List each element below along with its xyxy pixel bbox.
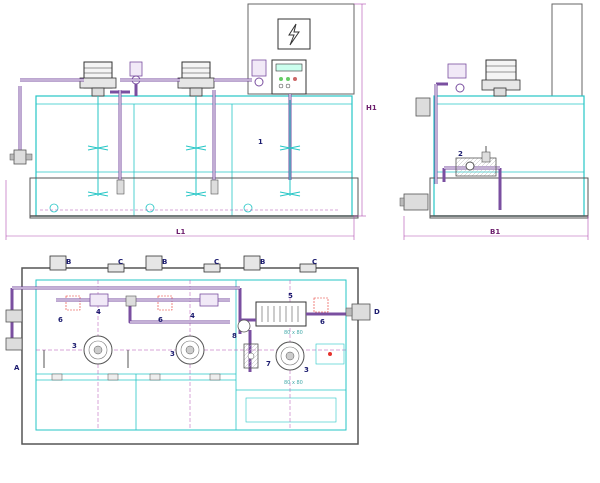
side-valve-assembly [455,146,497,177]
front-base-frame [29,177,359,219]
label-B-3: B [260,258,265,266]
side-width-dimension: B1 [490,228,500,236]
front-height-dimension: H1 [366,104,377,112]
side-control-cabinet [551,3,583,97]
front-view: 1 L1 H1 [5,3,377,240]
top-mixer-1 [83,335,113,365]
top-control-panel [255,301,307,327]
label-8: 8 [232,332,237,340]
front-tank-body [35,95,353,217]
panel-note-2: 80 x 80 [284,380,303,386]
front-motor-1 [79,61,117,97]
lightning-warning-icon [288,23,300,46]
front-control-panel [271,59,307,95]
panel-note-1: 80 x 80 [284,330,303,336]
warning-sign [277,18,311,50]
label-D: D [374,308,380,316]
front-length-dimension: L1 [176,228,185,236]
front-tank-label: 1 [258,138,263,146]
label-4-a: 4 [96,308,101,316]
label-6-b: 6 [158,316,163,324]
label-B-2: B [162,258,167,266]
label-7: 7 [266,360,271,368]
side-view: 2 B1 [399,3,589,240]
label-4-b: 4 [190,312,195,320]
label-B-1: B [66,258,71,266]
label-C-1: C [118,258,123,266]
label-6-c: 6 [320,318,325,326]
label-5: 5 [288,292,293,300]
label-6-a: 6 [58,316,63,324]
label-C-2: C [214,258,219,266]
top-tank-outline [35,279,347,431]
top-mixer-2 [175,335,205,365]
top-mixer-3 [275,341,305,371]
side-tank-body [433,95,585,217]
front-pump-b [251,59,267,87]
label-3-b: 3 [170,350,175,358]
top-view: A B B B C C C D 3 3 3 4 4 5 6 6 6 7 8 80… [5,255,380,445]
label-3-a: 3 [72,342,77,350]
label-C-3: C [312,258,317,266]
label-A: A [14,364,20,372]
front-inlet-valve [9,149,33,165]
side-valve-label: 2 [458,150,463,158]
label-3-c: 3 [304,366,309,374]
front-motor-2 [177,61,215,97]
